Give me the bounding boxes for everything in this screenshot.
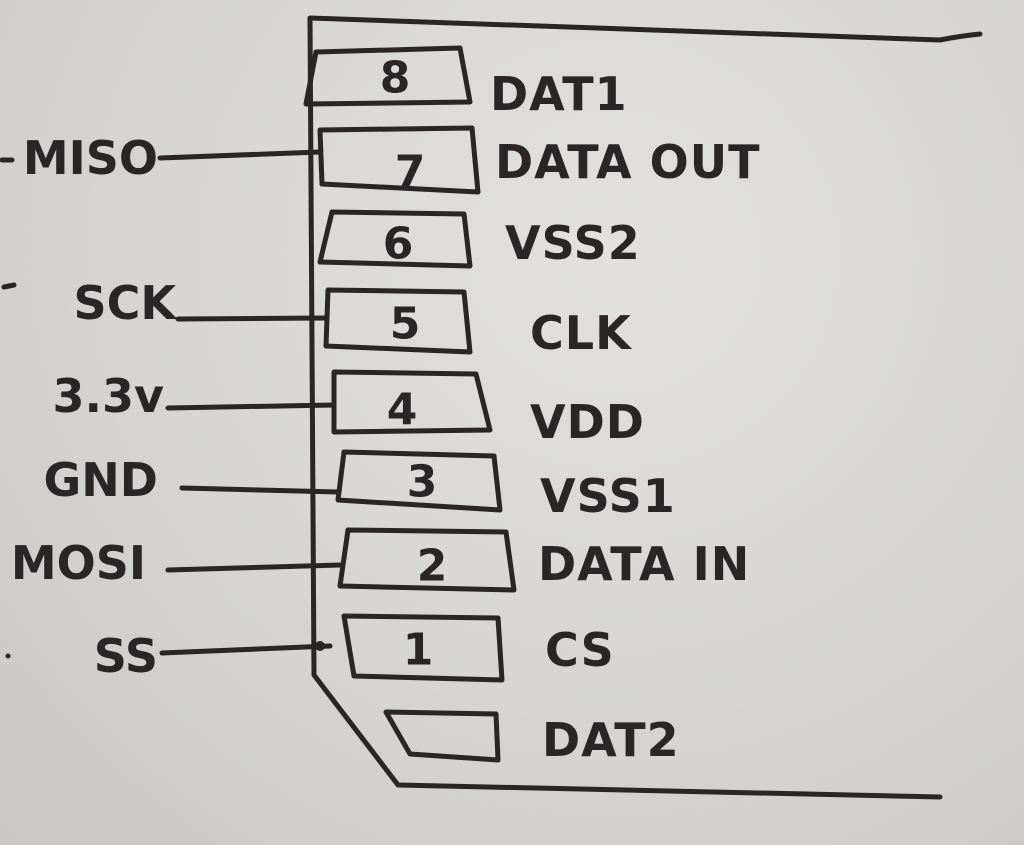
pin-name: VDD: [530, 395, 645, 449]
pin-row-8: 8 DAT1: [303, 45, 628, 121]
spi-label: GND: [44, 453, 158, 507]
pin-name: CS: [545, 623, 615, 677]
pin-row-3: 3 VSS1 GND: [44, 449, 676, 523]
pin-box: [331, 369, 493, 435]
pin-name: VSS1: [540, 469, 676, 523]
pin-row-7: 7 DATA OUT MISO: [23, 125, 760, 198]
pin-number: 8: [380, 53, 411, 104]
spi-label: MISO: [23, 131, 158, 185]
pin-number: 7: [395, 147, 426, 198]
pin-box: [335, 449, 503, 513]
pin-number: 5: [390, 299, 421, 350]
pin-number: 1: [403, 625, 434, 676]
pin-number: 3: [407, 457, 438, 508]
wire: [175, 315, 329, 322]
pin-row-6: 6 VSS2: [317, 209, 641, 270]
spi-label: SS: [94, 629, 158, 683]
spi-label: 3.3v: [53, 369, 164, 423]
pin-row-5: 5 CLK SCK: [73, 276, 633, 360]
pin-box: [323, 287, 473, 355]
pin-row-1: 1 CS SS: [94, 613, 615, 683]
pin-number: 2: [417, 541, 448, 592]
wire: [179, 485, 341, 495]
pin-name: DAT1: [490, 67, 628, 121]
pin-row-2: 2 DATA IN MOSI: [11, 527, 750, 593]
wire: [157, 149, 323, 161]
spi-label: SCK: [73, 276, 178, 330]
pin-box: [383, 709, 501, 763]
pin-row-dat2: DAT2: [383, 709, 680, 767]
pin-box: [317, 125, 481, 195]
wire: [165, 562, 343, 573]
pin-name: DATA IN: [538, 537, 750, 591]
card-outline: [307, 15, 983, 800]
pin-name: DAT2: [542, 713, 680, 767]
pin-box: [317, 209, 473, 269]
wire: [165, 402, 337, 411]
pin-box: [337, 527, 517, 593]
pin-number: 4: [387, 385, 418, 436]
left-edge-dot: [5, 653, 11, 659]
pin-number: 6: [383, 219, 414, 270]
pin-name: CLK: [530, 306, 633, 360]
left-edge-mark: [1, 282, 17, 290]
pin-box: [303, 45, 473, 107]
pin-row-4: 4 VDD 3.3v: [53, 369, 645, 449]
spi-label: MOSI: [11, 536, 146, 590]
wire-junction: [315, 641, 325, 651]
pin-name: VSS2: [505, 216, 641, 270]
pin-box: [341, 613, 505, 683]
pin-name: DATA OUT: [495, 135, 760, 189]
wire: [159, 643, 333, 656]
